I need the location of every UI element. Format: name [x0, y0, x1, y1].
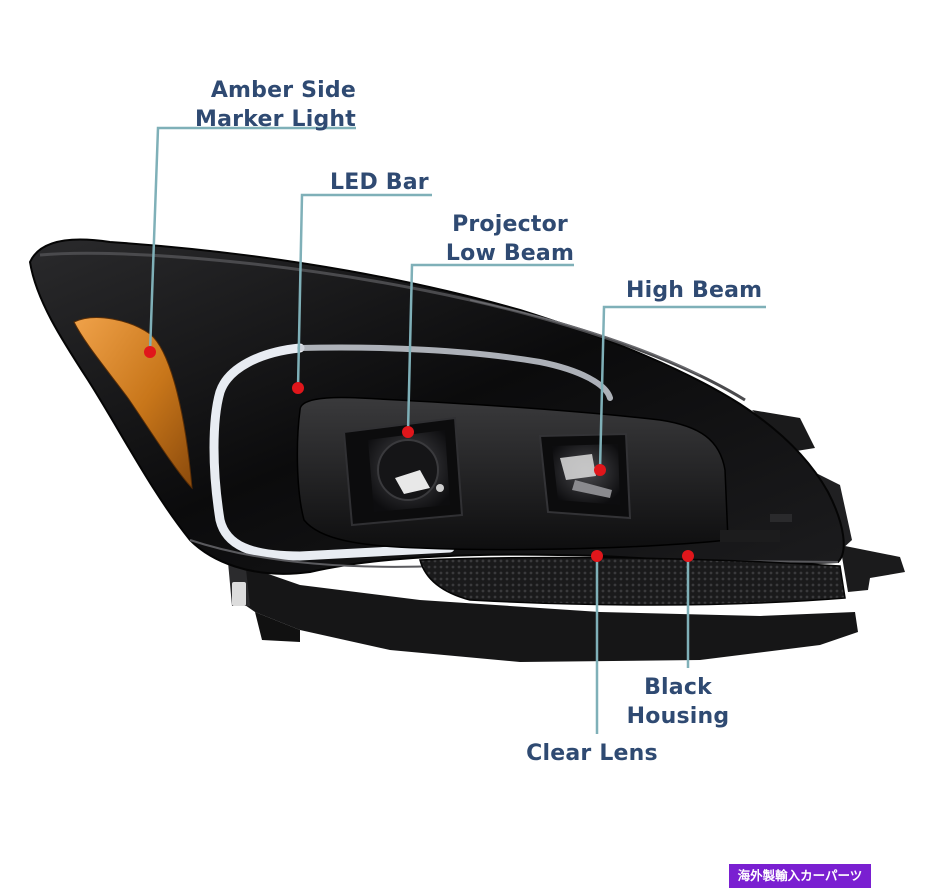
projector-low-beam-shape	[342, 416, 464, 527]
label-projector-line2: Low Beam	[445, 241, 575, 266]
label-clear-lens-line1: Clear Lens	[526, 741, 658, 766]
label-housing-line2: Housing	[626, 704, 730, 729]
leader-amber	[148, 126, 356, 353]
label-projector-line1: Projector	[452, 212, 568, 237]
label-high-beam: High Beam	[626, 276, 762, 305]
dot-black-housing	[682, 550, 694, 562]
leader-high-beam	[598, 305, 766, 471]
label-amber-line1: Amber Side	[210, 78, 356, 103]
label-high-beam-line1: High Beam	[626, 278, 763, 303]
watermark-badge: 海外製輸入カーパーツ	[729, 864, 871, 888]
label-clear-lens: Clear Lens	[512, 739, 672, 768]
label-led-line1: LED Bar	[330, 170, 429, 195]
amber-side-marker-shape	[73, 317, 193, 490]
leader-led	[296, 193, 432, 389]
dot-led	[292, 382, 304, 394]
leader-projector	[406, 263, 574, 433]
label-amber-line2: Marker Light	[195, 107, 356, 132]
label-black-housing: Black Housing	[618, 673, 738, 731]
leader-lines	[148, 126, 766, 734]
label-projector-low-beam: Projector Low Beam	[435, 210, 585, 268]
label-housing-line1: Black	[644, 675, 712, 700]
mesh-trim	[419, 556, 846, 606]
marker-dots	[144, 346, 694, 562]
dot-projector	[402, 426, 414, 438]
label-amber-side-marker: Amber Side Marker Light	[176, 76, 356, 134]
dot-high-beam	[594, 464, 606, 476]
high-beam-shape	[538, 432, 632, 520]
dot-amber	[144, 346, 156, 358]
label-led-bar: LED Bar	[330, 168, 429, 197]
dot-clear-lens	[591, 550, 603, 562]
led-bar-shape	[209, 343, 455, 561]
